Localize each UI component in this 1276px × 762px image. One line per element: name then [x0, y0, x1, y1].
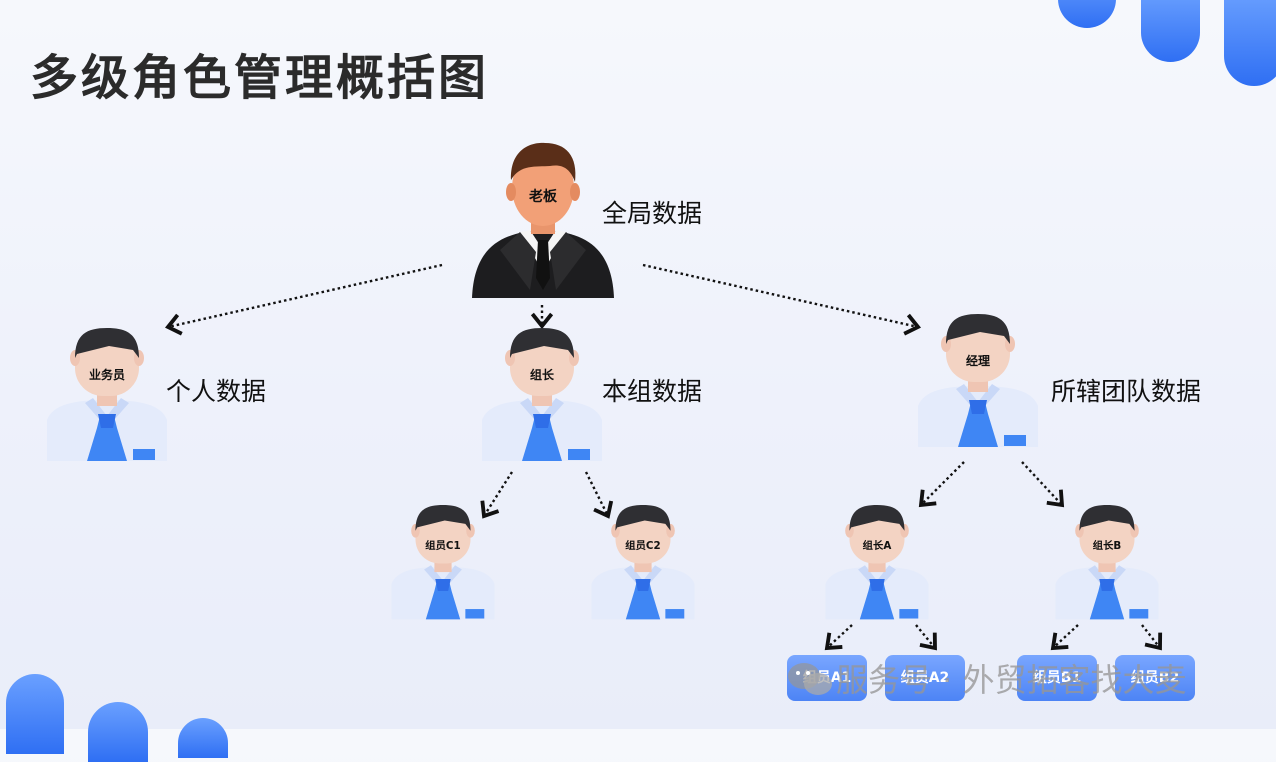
boss-node: 老板: [470, 140, 616, 300]
manager-scope-text: 所辖团队数据: [1051, 377, 1202, 406]
leader-scope-text: 本组数据: [602, 377, 703, 406]
person-member-c1: 组员C1: [391, 505, 495, 621]
arrow-manager-to-lead-b: [1021, 461, 1065, 508]
arrow-manager-to-lead-a: [918, 461, 965, 508]
boss-label: 老板: [529, 189, 557, 205]
person-avatar-icon: [825, 505, 929, 620]
wechat-icon: [788, 663, 832, 695]
person-group-leader: 组长: [482, 328, 602, 463]
person-salesman: 业务员: [47, 328, 167, 463]
salesman-scope-text: 个人数据: [166, 377, 267, 406]
person-manager: 经理: [918, 314, 1038, 449]
arrow-boss-to-manager: [642, 263, 921, 336]
member-chip-b1: 组员B1: [1017, 655, 1097, 701]
decor-shape-top-2: [1141, 0, 1200, 62]
arrow-lead-a-to-a1: [824, 624, 853, 651]
person-avatar-icon: [918, 314, 1038, 447]
person-avatar-icon: [47, 328, 167, 461]
arrow-boss-to-salesman: [165, 263, 443, 336]
watermark-text: 服务号 · 外贸拓客找大麦: [836, 661, 1187, 699]
person-label: 组员C1: [425, 539, 461, 552]
hierarchy-arrows: [165, 263, 1163, 651]
person-label: 经理: [965, 354, 990, 368]
person-label: 组长A: [862, 539, 892, 552]
boss-avatar-icon: [472, 142, 614, 298]
person-team-lead-b: 组长B: [1055, 505, 1159, 621]
person-team-lead-a: 组长A: [825, 505, 929, 621]
person-label: 组员C2: [625, 539, 661, 552]
member-chip-a2: 组员A2: [885, 655, 965, 701]
person-label: 业务员: [88, 368, 125, 382]
person-avatar-icon: [591, 505, 695, 620]
arrow-lead-a-to-a2: [915, 624, 937, 651]
member-chip-b2: 组员B2: [1115, 655, 1195, 701]
person-label: 组长: [529, 368, 554, 382]
arrow-leader-to-c2: [584, 471, 614, 519]
person-member-c2: 组员C2: [591, 505, 695, 621]
arrow-lead-b-to-b2: [1141, 624, 1163, 651]
person-avatar-icon: [482, 328, 602, 461]
person-avatar-icon: [1055, 505, 1159, 620]
person-avatar-icon: [391, 505, 495, 620]
page-title: 多级角色管理概括图: [30, 50, 490, 106]
arrow-lead-b-to-b1: [1050, 624, 1079, 651]
decor-shape-top-3: [1224, 0, 1276, 86]
person-label: 组长B: [1092, 539, 1122, 552]
boss-scope-text: 全局数据: [602, 199, 703, 228]
